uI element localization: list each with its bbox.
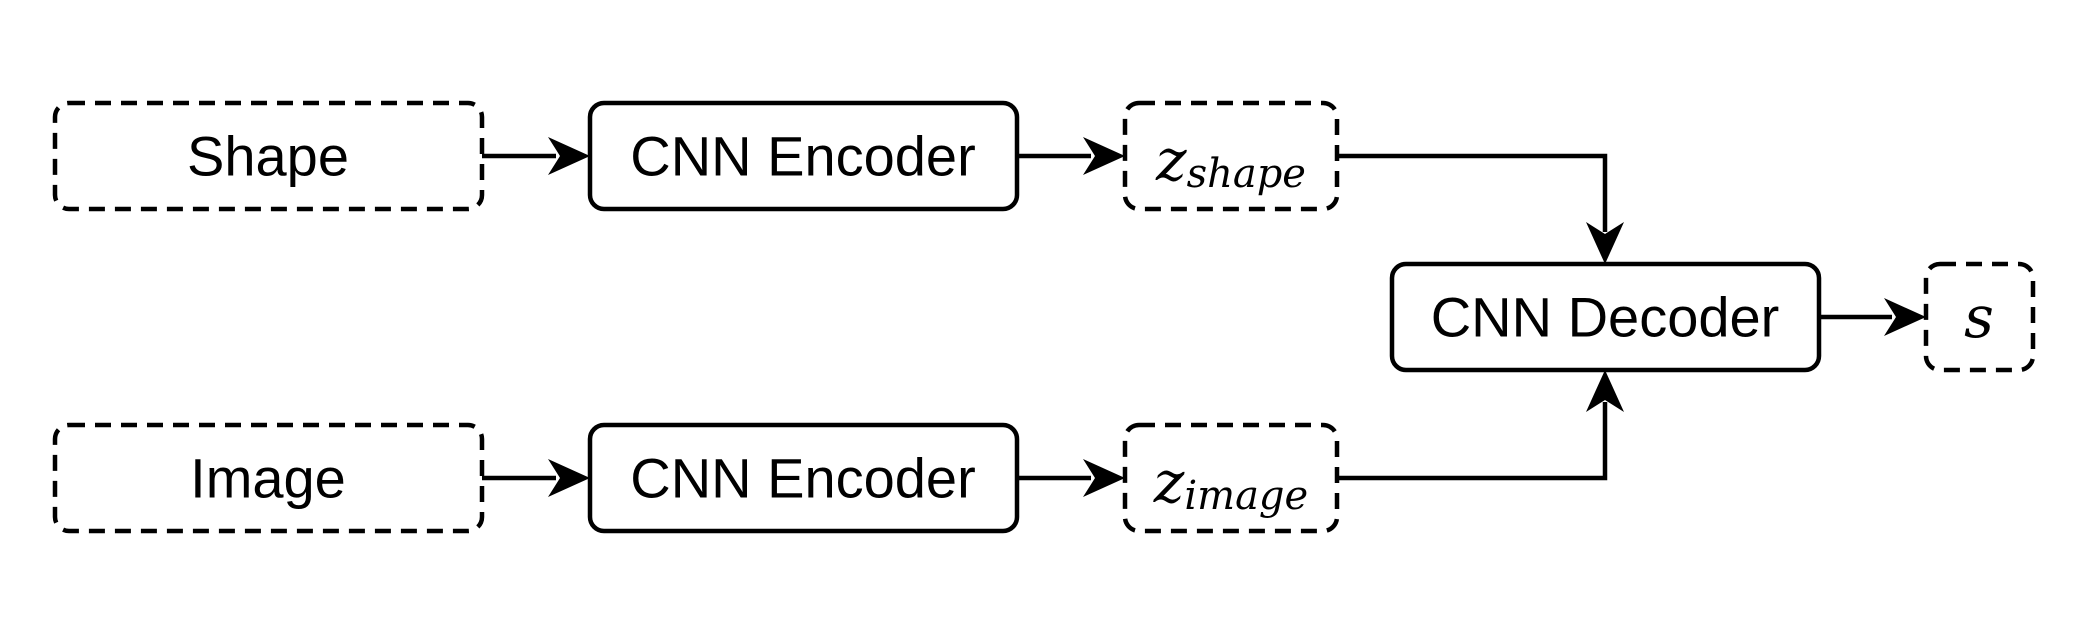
svg-text:zshape: zshape [1155, 126, 1306, 197]
edge-decoder-to-output [1819, 298, 1926, 336]
z-shape-sub: shape [1187, 151, 1306, 197]
z-shape-node: zshape [1122, 100, 1340, 212]
edge-shape-to-encoder [482, 137, 590, 175]
image-input-node: Image [52, 422, 485, 534]
z-shape-main: z [1155, 126, 1187, 194]
shape-input-label: Shape [187, 125, 349, 188]
z-image-main: z [1153, 448, 1185, 516]
svg-text:zimage: zimage [1153, 448, 1308, 519]
encoder-bottom-node: CNN Encoder [587, 422, 1020, 534]
output-s-label: s [1964, 283, 1994, 351]
edge-zimage-to-decoder [1337, 370, 1624, 481]
encoder-top-node: CNN Encoder [587, 100, 1020, 212]
image-input-label: Image [190, 447, 346, 510]
z-image-sub: image [1184, 473, 1308, 519]
encoder-top-label: CNN Encoder [630, 125, 975, 188]
encoder-bottom-label: CNN Encoder [630, 447, 975, 510]
shape-input-node: Shape [52, 100, 485, 212]
edge-encoder-to-zshape [1017, 137, 1125, 175]
decoder-node: CNN Decoder [1389, 261, 1822, 373]
edge-zshape-to-decoder [1337, 153, 1624, 264]
edge-image-to-encoder [482, 459, 590, 497]
edge-encoder-to-zimage [1017, 459, 1125, 497]
output-s-node: s [1923, 261, 2036, 373]
z-image-node: zimage [1122, 422, 1340, 534]
decoder-label: CNN Decoder [1431, 286, 1780, 349]
